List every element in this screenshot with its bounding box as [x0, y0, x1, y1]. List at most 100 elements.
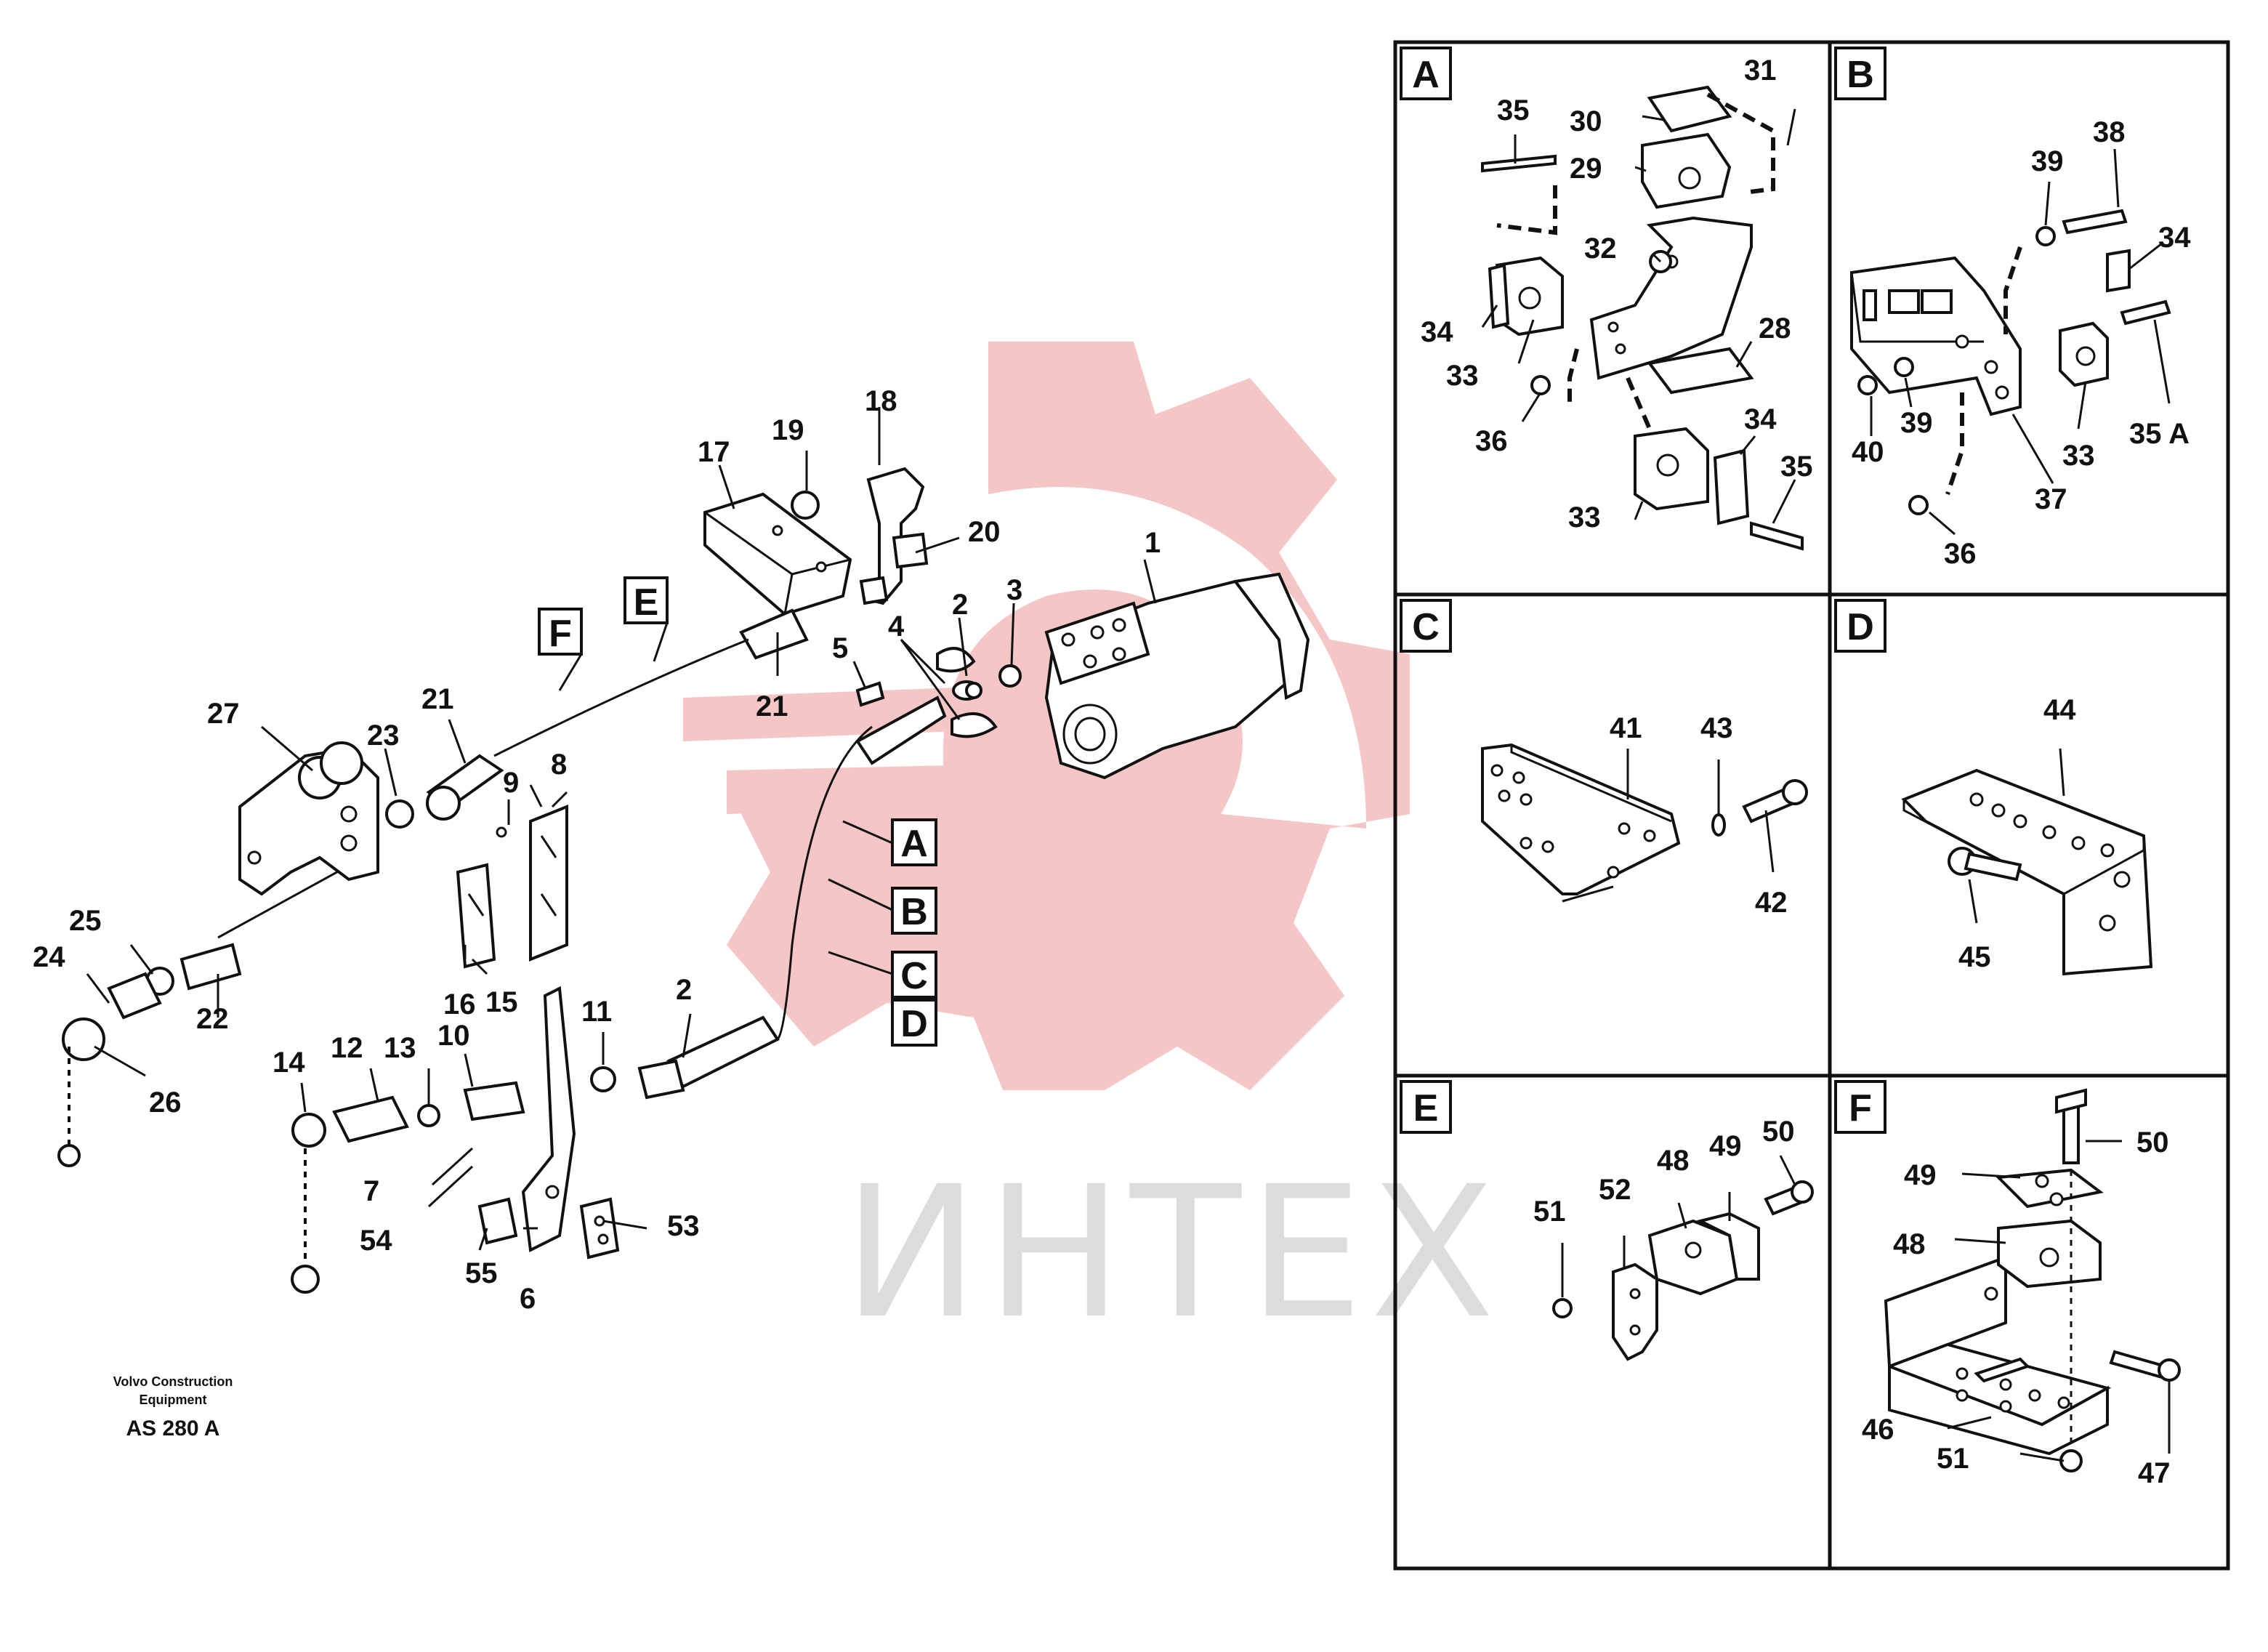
detail-ref-f: F: [549, 613, 572, 655]
panel-c-callout-41: 41: [1610, 712, 1642, 744]
panel-a-callout-31: 31: [1744, 55, 1777, 86]
callout-21-lower: 21: [421, 683, 454, 715]
callout-14: 14: [273, 1047, 305, 1079]
panel-f-leaders: [1947, 1140, 2171, 1462]
panel-a-callout-34-right: 34: [1744, 403, 1777, 435]
watermark-swoosh-2: [727, 763, 1046, 814]
panel-d-letter-box: [1834, 599, 1886, 653]
panel-d-callout-44: 44: [2043, 694, 2076, 726]
plates-8-15: [456, 805, 568, 969]
callout-5: 5: [832, 632, 848, 664]
panel-a-callout-36: 36: [1475, 425, 1508, 457]
caption-maker-line1: Volvo Construction: [113, 1374, 233, 1389]
detail-panels: A B C D E F: [1393, 40, 2230, 1571]
hose-section-upper: [855, 696, 947, 765]
drawing-code: AS 280 A: [126, 1417, 220, 1441]
detail-ref-a: A: [900, 823, 928, 865]
clamp-parts: [855, 647, 1022, 738]
panel-f-callout-48: 48: [1893, 1228, 1926, 1260]
bracket-27: [238, 741, 379, 896]
panel-f-callout-50: 50: [2136, 1127, 2169, 1159]
callout-1: 1: [1145, 527, 1161, 559]
panel-c-letter-box: [1400, 599, 1452, 653]
callout-22: 22: [196, 1003, 229, 1035]
hose-e-f: [493, 638, 749, 757]
panel-e-callout-48: 48: [1657, 1145, 1690, 1177]
panel-c-letter: C: [1412, 606, 1440, 648]
panel-d-leaders: [1968, 748, 2065, 924]
callout-10: 10: [437, 1020, 470, 1052]
panel-c-drawing: [1481, 743, 1808, 895]
panel-c-leaders: [1562, 749, 1775, 903]
panel-a-drawing: [1481, 85, 1804, 551]
panel-d-callout-45: 45: [1958, 941, 1991, 973]
panel-e-callout-50: 50: [1762, 1116, 1795, 1148]
callout-18: 18: [865, 385, 897, 417]
panel-f-callout-49: 49: [1904, 1159, 1937, 1191]
panel-a-leaders: [1481, 108, 1796, 524]
panel-b-callout-36: 36: [1944, 538, 1977, 570]
panel-a-callout-30: 30: [1570, 105, 1602, 137]
callout-2-upper: 2: [952, 589, 968, 621]
callout-21-upper: 21: [756, 690, 788, 722]
callout-9: 9: [503, 767, 519, 799]
watermark-text: ИНТЕХ: [843, 1147, 1502, 1358]
panel-b-callout-33: 33: [2062, 440, 2095, 472]
lever-6: [477, 986, 620, 1260]
panel-b-callout-37: 37: [2035, 483, 2067, 515]
junction-block: [703, 492, 852, 616]
fittings-left: [57, 754, 504, 1167]
detail-panels-frame: [1393, 40, 2230, 1571]
detail-ref-b: B: [900, 891, 928, 933]
callout-8: 8: [551, 749, 567, 781]
panel-c-callout-43: 43: [1700, 712, 1733, 744]
callout-3: 3: [1006, 574, 1022, 606]
callout-16: 16: [443, 988, 476, 1020]
panel-e-callout-51: 51: [1533, 1196, 1566, 1228]
panel-b-callout-34: 34: [2158, 222, 2191, 254]
panel-a-callout-33-left: 33: [1446, 360, 1479, 392]
panel-e-letter: E: [1413, 1087, 1439, 1129]
panel-d-drawing: [1901, 768, 2153, 976]
hose-main: [776, 725, 873, 1041]
panel-b-drawing: [1850, 209, 2171, 515]
caption-maker-line2: Equipment: [140, 1393, 207, 1407]
callout-20: 20: [968, 516, 1001, 548]
callout-17: 17: [698, 436, 730, 468]
detail-ref-c: C: [900, 955, 928, 997]
callout-27: 27: [207, 698, 240, 730]
callout-25: 25: [69, 905, 102, 937]
fittings-lower: [291, 1059, 685, 1294]
callout-4: 4: [888, 611, 905, 642]
detail-ref-box-d: [891, 999, 937, 1047]
pump-unit: [1044, 572, 1310, 780]
detail-ref-box-c: [891, 951, 937, 999]
drawing-caption: Volvo Construction Equipment AS 280 A: [113, 1374, 233, 1441]
panel-a-callout-33-bottom: 33: [1568, 501, 1601, 533]
panel-b-callout-40: 40: [1852, 436, 1884, 468]
panel-a-callout-35-bottom: 35: [1780, 451, 1813, 483]
panel-e-drawing: [1552, 1180, 1814, 1361]
callout-55: 55: [465, 1257, 498, 1289]
detail-ref-e: E: [634, 581, 659, 624]
detail-ref-box-f: [538, 608, 583, 656]
detail-ref-d: D: [900, 1003, 928, 1045]
panel-b-callout-39-bottom: 39: [1900, 407, 1933, 439]
callout-2-lower: 2: [676, 974, 692, 1006]
panel-b-letter: B: [1847, 54, 1874, 96]
main-view: F E A B C D 1 2 3 4 5 18 19 17 20 21 21 …: [33, 385, 1310, 1315]
panel-b-letter-box: [1834, 47, 1886, 100]
panel-b-callout-35a: 35 A: [2129, 418, 2190, 450]
callout-6: 6: [520, 1283, 536, 1315]
panel-b-callout-39-top: 39: [2031, 145, 2064, 177]
callout-19: 19: [772, 414, 804, 446]
panel-e-leaders: [1561, 1155, 1796, 1297]
callout-23: 23: [367, 720, 400, 752]
callout-26: 26: [149, 1087, 182, 1119]
panel-a-callout-32: 32: [1584, 233, 1617, 265]
panel-e-callout-49: 49: [1709, 1130, 1742, 1162]
callout-12: 12: [331, 1032, 363, 1064]
callout-13: 13: [384, 1032, 416, 1064]
panel-a-letter-box: [1400, 47, 1452, 100]
